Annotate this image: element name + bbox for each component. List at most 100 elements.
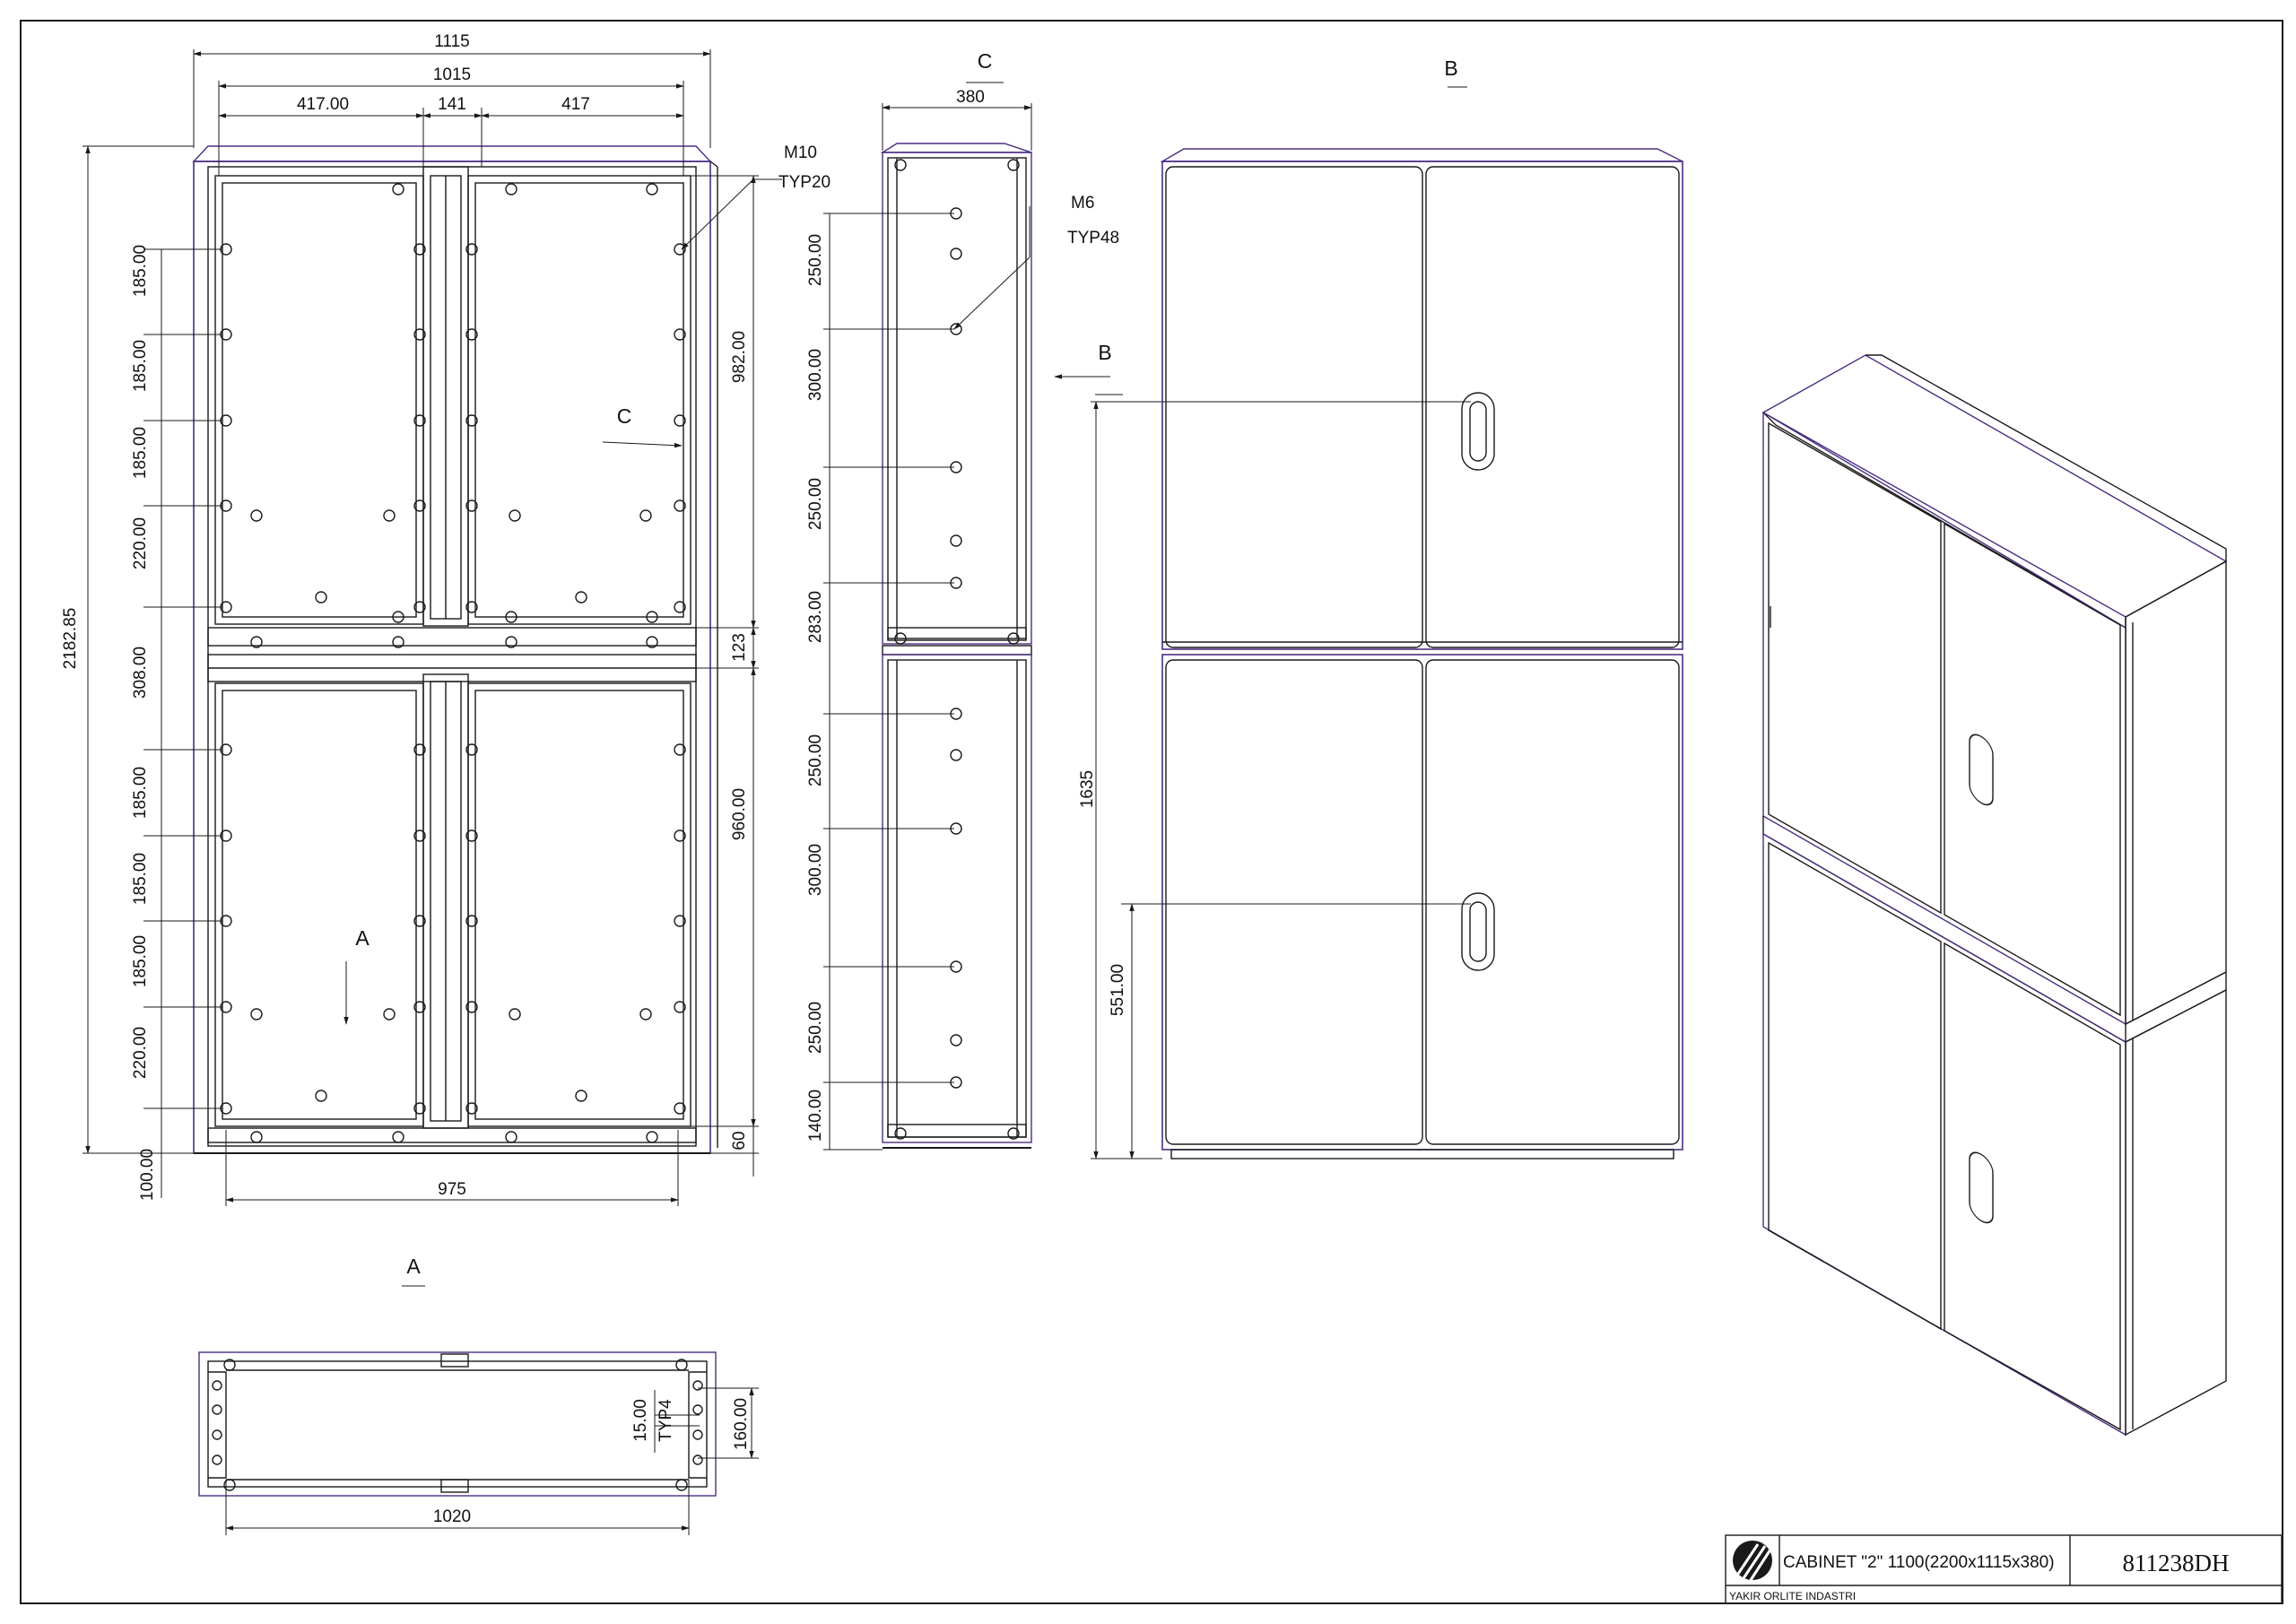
view-a-dimensions <box>225 1285 759 1535</box>
dim-left-1: 185.00 <box>131 245 150 297</box>
view-marker-b-arrow: B <box>1098 341 1111 364</box>
handle-upper-outer <box>1461 392 1495 471</box>
door-upper-right <box>1425 166 1680 648</box>
bolt-hole <box>639 509 652 522</box>
dim-2182-85: 2182.85 <box>61 608 80 670</box>
dim-60: 60 <box>730 1131 749 1150</box>
view-b-labels: B 1635 551.00 <box>1078 56 1458 1016</box>
side-hole <box>950 248 962 260</box>
side-view-c-labels: C 380 M6 TYP48 B 250.00 300.00 250.00 28… <box>806 49 1119 1142</box>
corner-hole <box>675 1359 688 1371</box>
mounting-hole <box>413 1102 426 1115</box>
dim-left-4: 220.00 <box>131 517 150 569</box>
bolt-hole <box>392 1131 404 1143</box>
title-block <box>1725 1534 2283 1604</box>
door-lower-left <box>1165 659 1423 1145</box>
corner-hole <box>1007 159 1020 171</box>
side-hole <box>950 534 962 547</box>
bolt-hole <box>509 1008 521 1020</box>
side-dim-3: 250.00 <box>806 478 825 530</box>
mounting-hole <box>465 915 478 927</box>
side-view-c <box>880 143 1032 1149</box>
bolt-hole <box>383 1008 396 1020</box>
corner-hole <box>675 1479 688 1491</box>
corner-hole <box>1007 632 1020 645</box>
yakir-logo-icon <box>1733 1541 1772 1581</box>
mounting-hole <box>413 1001 426 1013</box>
callout-m6: M6 <box>1071 194 1094 213</box>
corner-hole <box>223 1479 236 1491</box>
dim-960: 960.00 <box>730 788 749 840</box>
bolt-hole <box>646 636 658 648</box>
slot-notch <box>212 1404 222 1415</box>
side-view-c-dimensions <box>823 82 1123 1151</box>
corner-hole <box>894 632 907 645</box>
callout-typ20: TYP20 <box>778 173 831 192</box>
iso-door-lower-left <box>1768 841 1942 1331</box>
side-view-title: C <box>978 49 993 73</box>
side-hole <box>950 1034 962 1046</box>
bolt-hole <box>315 591 327 604</box>
dim-417-00: 417.00 <box>297 95 349 114</box>
mounting-hole <box>674 414 686 427</box>
bolt-hole <box>509 509 521 522</box>
company-name: YAKIR ORLITE INDASTRI <box>1729 1590 1856 1602</box>
view-b-title: B <box>1444 56 1457 80</box>
view-a-title: A <box>406 1255 421 1278</box>
bolt-hole <box>639 1008 652 1020</box>
side-dim-1: 250.00 <box>806 234 825 286</box>
view-b-dimensions <box>1091 86 1471 1159</box>
slot-notch <box>692 1429 703 1440</box>
dim-left-6: 185.00 <box>131 767 150 819</box>
door-upper-left <box>1165 166 1423 648</box>
front-view-dimensions <box>83 49 782 1206</box>
bolt-hole <box>575 1090 587 1102</box>
bolt-hole <box>315 1090 327 1102</box>
mounting-hole <box>413 743 426 756</box>
bolt-hole <box>505 1131 517 1143</box>
slot-notch <box>212 1429 222 1440</box>
bolt-hole <box>392 636 404 648</box>
handle-upper-inner <box>1469 401 1487 462</box>
bolt-hole <box>392 611 404 623</box>
mounting-hole <box>465 601 478 613</box>
side-dim-7: 250.00 <box>806 1002 825 1054</box>
view-marker-a: A <box>355 926 370 950</box>
bolt-hole <box>575 591 587 604</box>
mounting-hole <box>413 328 426 341</box>
side-dim-2: 300.00 <box>806 349 825 401</box>
mounting-hole <box>674 829 686 842</box>
dim-left-2: 185.00 <box>131 340 150 392</box>
side-dim-8: 140.00 <box>806 1090 825 1142</box>
front-view <box>192 145 718 1154</box>
bolt-hole <box>250 1008 263 1020</box>
drawing-number: 811238DH <box>2123 1550 2230 1576</box>
dim-141: 141 <box>438 95 466 114</box>
mounting-hole <box>413 915 426 927</box>
slot-notch <box>692 1404 703 1415</box>
mounting-hole <box>465 499 478 512</box>
slot-notch <box>212 1380 222 1391</box>
slot-notch <box>212 1455 222 1465</box>
bolt-hole <box>505 636 517 648</box>
dim-typ4: TYP4 <box>657 1399 675 1442</box>
dim-left-8: 185.00 <box>131 935 150 987</box>
corner-hole <box>1007 1127 1020 1140</box>
mounting-hole <box>413 601 426 613</box>
dim-1115: 1115 <box>434 32 469 51</box>
dim-left-7: 185.00 <box>131 853 150 905</box>
dim-1635: 1635 <box>1078 770 1097 808</box>
dim-1015: 1015 <box>433 65 471 84</box>
dim-160: 160.00 <box>732 1398 751 1450</box>
mounting-hole <box>465 1001 478 1013</box>
dim-123: 123 <box>730 633 749 662</box>
mounting-hole <box>465 414 478 427</box>
corner-hole <box>894 159 907 171</box>
view-marker-c: C <box>617 404 632 428</box>
bolt-hole <box>505 183 517 195</box>
bolt-hole <box>646 183 658 195</box>
mounting-hole <box>465 743 478 756</box>
iso-handle-lower <box>1969 1151 1994 1224</box>
iso-handle-upper <box>1969 734 1994 806</box>
